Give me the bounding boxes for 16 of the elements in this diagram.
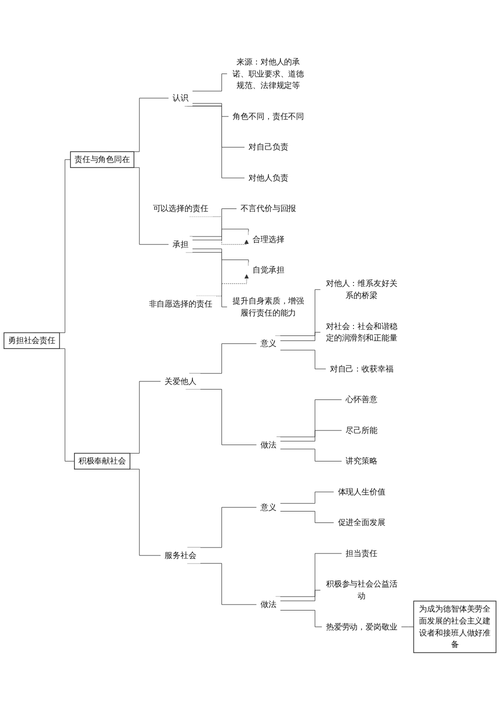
connector bbox=[401, 626, 414, 628]
connector bbox=[192, 229, 249, 240]
connector bbox=[280, 332, 321, 342]
connector bbox=[192, 103, 229, 117]
connector bbox=[280, 492, 334, 504]
connector bbox=[280, 590, 321, 602]
connector bbox=[280, 448, 342, 462]
connector bbox=[276, 400, 342, 438]
connector bbox=[189, 208, 237, 237]
connector bbox=[280, 350, 326, 370]
connector bbox=[187, 507, 257, 548]
connector bbox=[192, 74, 228, 92]
connector bbox=[280, 610, 322, 628]
connector bbox=[188, 344, 257, 374]
connector bbox=[280, 511, 334, 524]
connector bbox=[280, 430, 342, 442]
